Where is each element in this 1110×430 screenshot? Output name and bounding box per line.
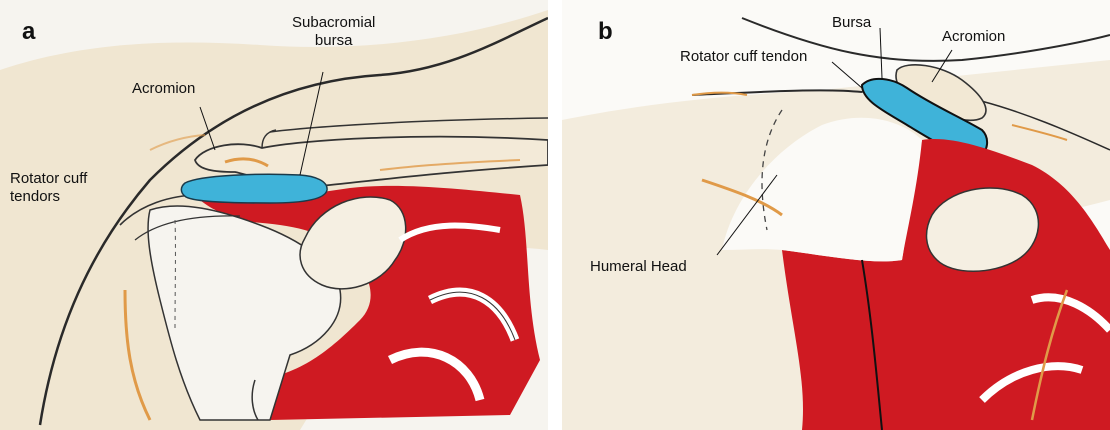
rotator-cuff-tendors-label: Rotator cuff tendors bbox=[10, 170, 87, 206]
panel-a-illustration: a Subacromial bursa Acromion Rotator cuf… bbox=[0, 0, 548, 430]
rotator-cuff-tendon-label: Rotator cuff tendon bbox=[680, 48, 807, 66]
acromion-label-b: Acromion bbox=[942, 28, 1005, 46]
panel-b-letter: b bbox=[598, 18, 613, 46]
panel-b-illustration: b Bursa Acromion Rotator cuff tendon Hum… bbox=[562, 0, 1110, 430]
shoulder-anatomy-drawing-b bbox=[562, 0, 1110, 430]
shoulder-anatomy-drawing-a bbox=[0, 0, 548, 430]
subacromial-bursa-label: Subacromial bursa bbox=[292, 14, 375, 50]
panel-a-letter: a bbox=[22, 18, 35, 46]
bursa-label: Bursa bbox=[832, 14, 871, 32]
humeral-head-label: Humeral Head bbox=[590, 258, 687, 276]
acromion-label-a: Acromion bbox=[132, 80, 195, 98]
